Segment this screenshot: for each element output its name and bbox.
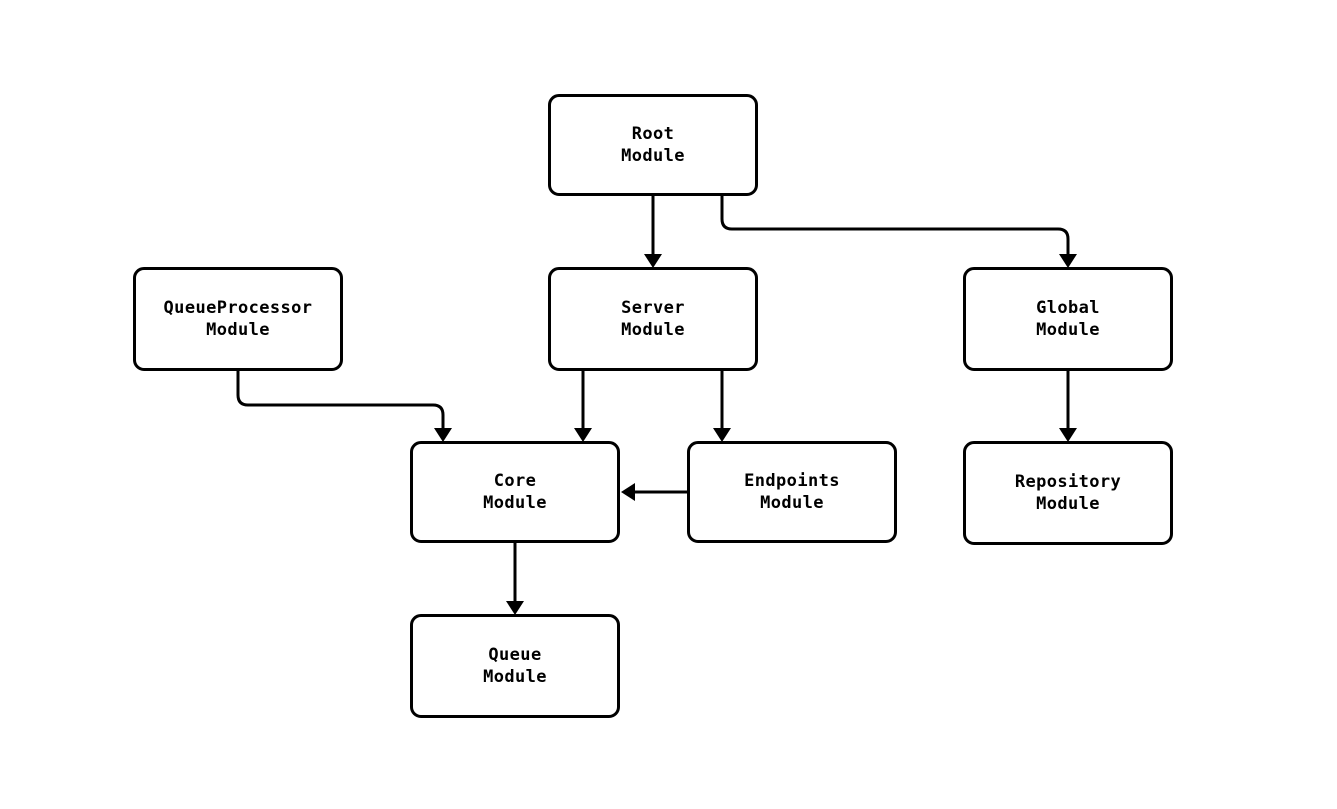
- node-queueprocessor-module-line2: Module: [206, 320, 270, 340]
- arrowhead-global-to-repository: [1059, 428, 1077, 442]
- node-global-module[interactable]: Global Module: [963, 267, 1173, 371]
- node-repository-module[interactable]: Repository Module: [963, 441, 1173, 545]
- arrowhead-root-to-global: [1059, 254, 1077, 268]
- arrowhead-server-to-core: [574, 428, 592, 442]
- arrowhead-root-to-server: [644, 254, 662, 268]
- arrowhead-server-to-endpoints: [713, 428, 731, 442]
- arrowhead-endpoints-to-core: [621, 483, 635, 501]
- node-endpoints-module-line2: Module: [760, 493, 824, 513]
- node-endpoints-module[interactable]: Endpoints Module: [687, 441, 897, 543]
- node-repository-module-line1: Repository: [1014, 472, 1122, 492]
- edge-queueprocessor-to-core: [236, 371, 445, 429]
- node-root-module-line2: Module: [621, 146, 685, 166]
- node-global-module-line2: Module: [1036, 320, 1100, 340]
- node-endpoints-module-line1: Endpoints: [744, 471, 840, 491]
- node-core-module[interactable]: Core Module: [410, 441, 620, 543]
- arrowhead-queueprocessor-to-core: [434, 428, 452, 442]
- node-global-module-line1: Global: [1036, 298, 1100, 318]
- node-core-module-line1: Core: [493, 471, 537, 491]
- edge-root-to-global: [720, 196, 1070, 255]
- node-root-module-line1: Root: [631, 124, 675, 144]
- node-repository-module-line2: Module: [1036, 494, 1100, 514]
- arrowhead-core-to-queue: [506, 601, 524, 615]
- node-server-module-line1: Server: [621, 298, 685, 318]
- node-core-module-line2: Module: [483, 493, 547, 513]
- node-queue-module-line2: Module: [483, 667, 547, 687]
- node-queue-module-line1: Queue: [488, 645, 542, 665]
- node-queueprocessor-module[interactable]: QueueProcessor Module: [133, 267, 343, 371]
- node-queueprocessor-module-line1: QueueProcessor: [163, 298, 313, 318]
- node-root-module[interactable]: Root Module: [548, 94, 758, 196]
- node-server-module[interactable]: Server Module: [548, 267, 758, 371]
- node-queue-module[interactable]: Queue Module: [410, 614, 620, 718]
- node-server-module-line2: Module: [621, 320, 685, 340]
